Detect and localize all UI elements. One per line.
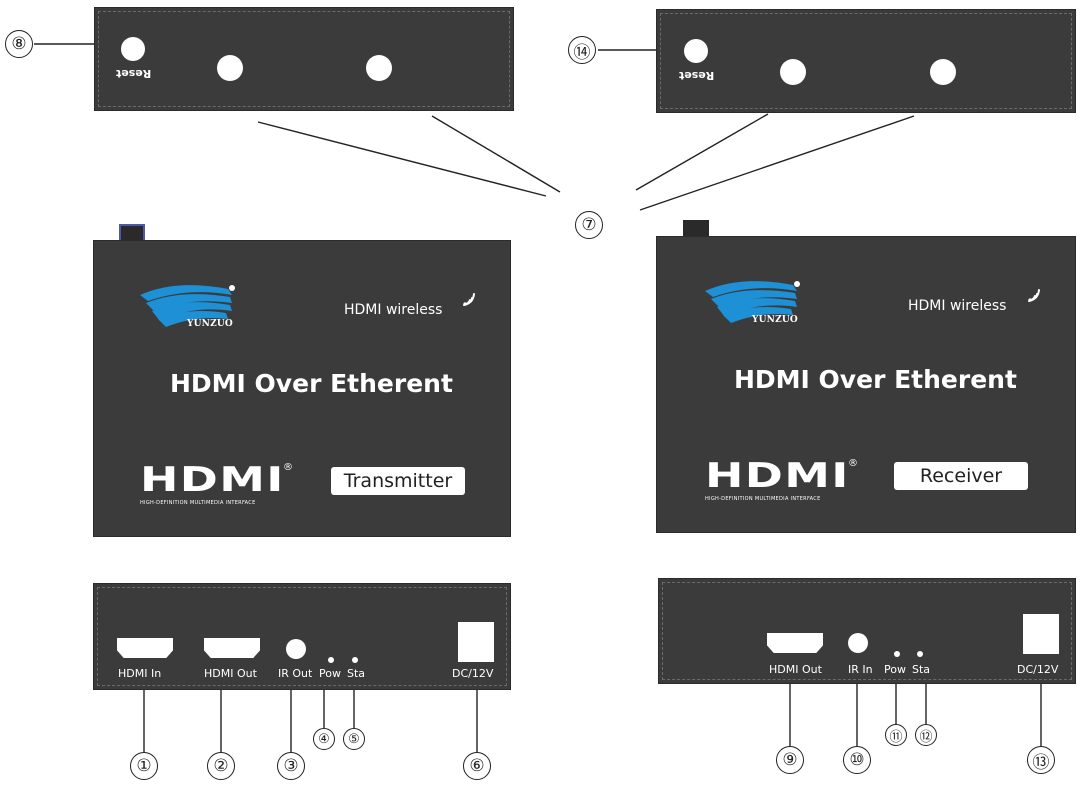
hdmi-registered: ®: [848, 458, 858, 469]
callout-2: ②: [207, 752, 235, 780]
status-led: [917, 651, 923, 657]
wireless-text: HDMI wireless: [908, 298, 1007, 314]
product-title: HDMI Over Etherent: [170, 369, 453, 398]
hdmi-logo: HDMI: [705, 456, 850, 496]
yunzuo-wave-logo-icon: [705, 281, 797, 323]
pow-label: Pow: [319, 667, 341, 680]
pow-label: Pow: [884, 663, 906, 676]
sta-label: Sta: [912, 663, 931, 676]
hdmi-out-port[interactable]: [767, 633, 823, 653]
receiver-front-panel: YUNZUO HDMI wireless HDMI Over Etherent …: [656, 236, 1076, 533]
antenna-hole-2: [366, 55, 392, 81]
leader-7c: [635, 113, 769, 191]
hdmi-in-port[interactable]: [117, 638, 173, 658]
callout-6: ⑥: [463, 752, 491, 780]
callout-4: ④: [313, 728, 335, 750]
hdmi-tagline: HIGH-DEFINITION MULTIMEDIA INTERFACE: [140, 500, 256, 506]
yunzuo-wave-logo-icon: [140, 285, 232, 327]
reset-label: Reset: [116, 67, 152, 80]
callout-5: ⑤: [343, 728, 365, 750]
dc-power-port[interactable]: [1023, 614, 1059, 654]
wireless-text: HDMI wireless: [344, 302, 443, 318]
leader-7a: [257, 121, 547, 197]
callout-10: ⑩: [843, 746, 871, 774]
dc-power-port[interactable]: [458, 622, 494, 662]
antenna-stub: [683, 220, 709, 238]
reset-button[interactable]: [121, 37, 145, 61]
status-led: [352, 657, 358, 663]
callout-3: ③: [277, 752, 305, 780]
transmitter-side-panel: Reset: [94, 7, 514, 111]
hdmi-out-label: HDMI Out: [204, 667, 257, 680]
dc-label: DC/12V: [452, 667, 494, 680]
brand-name: YUNZUO: [752, 315, 798, 325]
receiver-rear-panel: HDMI Out IR In Pow Sta DC/12V: [658, 578, 1076, 684]
transmitter-front-panel: YUNZUO HDMI wireless HDMI Over Etherent …: [93, 240, 511, 537]
hdmi-in-label: HDMI In: [118, 667, 162, 680]
antenna-hole-1: [217, 55, 243, 81]
wifi-signal-icon: [1028, 289, 1040, 302]
ir-out-port[interactable]: [286, 639, 306, 659]
callout-8: ⑧: [5, 30, 33, 58]
antenna-hole-2: [930, 59, 956, 85]
reset-label: Reset: [679, 69, 715, 82]
hdmi-out-port[interactable]: [204, 638, 260, 658]
wifi-signal-icon: [463, 293, 475, 306]
callout-11: ⑪: [885, 724, 907, 746]
callout-1: ①: [130, 752, 158, 780]
callout-13: ⑬: [1027, 746, 1055, 774]
receiver-side-panel: Reset: [656, 9, 1076, 113]
hdmi-registered: ®: [283, 462, 293, 473]
ir-in-label: IR In: [848, 663, 873, 676]
callout-14: ⑭: [568, 36, 596, 64]
role-badge: Transmitter: [331, 467, 465, 495]
antenna-hole-1: [780, 59, 806, 85]
registered-mark: [229, 285, 235, 291]
callout-9: ⑨: [776, 746, 804, 774]
registered-mark: [794, 281, 800, 287]
power-led: [328, 657, 334, 663]
hdmi-logo: HDMI: [140, 460, 285, 500]
callout-12: ⑫: [915, 724, 937, 746]
product-title: HDMI Over Etherent: [734, 365, 1017, 394]
leader-7b: [431, 115, 561, 193]
ir-in-port[interactable]: [848, 633, 868, 653]
hdmi-out-label: HDMI Out: [769, 663, 822, 676]
brand-name: YUNZUO: [187, 319, 233, 329]
dc-label: DC/12V: [1017, 663, 1059, 676]
ir-out-label: IR Out: [278, 667, 313, 680]
callout-7: ⑦: [575, 211, 603, 239]
reset-button[interactable]: [684, 39, 708, 63]
power-led: [894, 651, 900, 657]
hdmi-tagline: HIGH-DEFINITION MULTIMEDIA INTERFACE: [705, 496, 821, 502]
transmitter-rear-panel: HDMI In HDMI Out IR Out Pow Sta DC/12V: [93, 583, 511, 690]
leader-7d: [639, 115, 915, 211]
role-badge: Receiver: [894, 462, 1028, 490]
sta-label: Sta: [347, 667, 366, 680]
